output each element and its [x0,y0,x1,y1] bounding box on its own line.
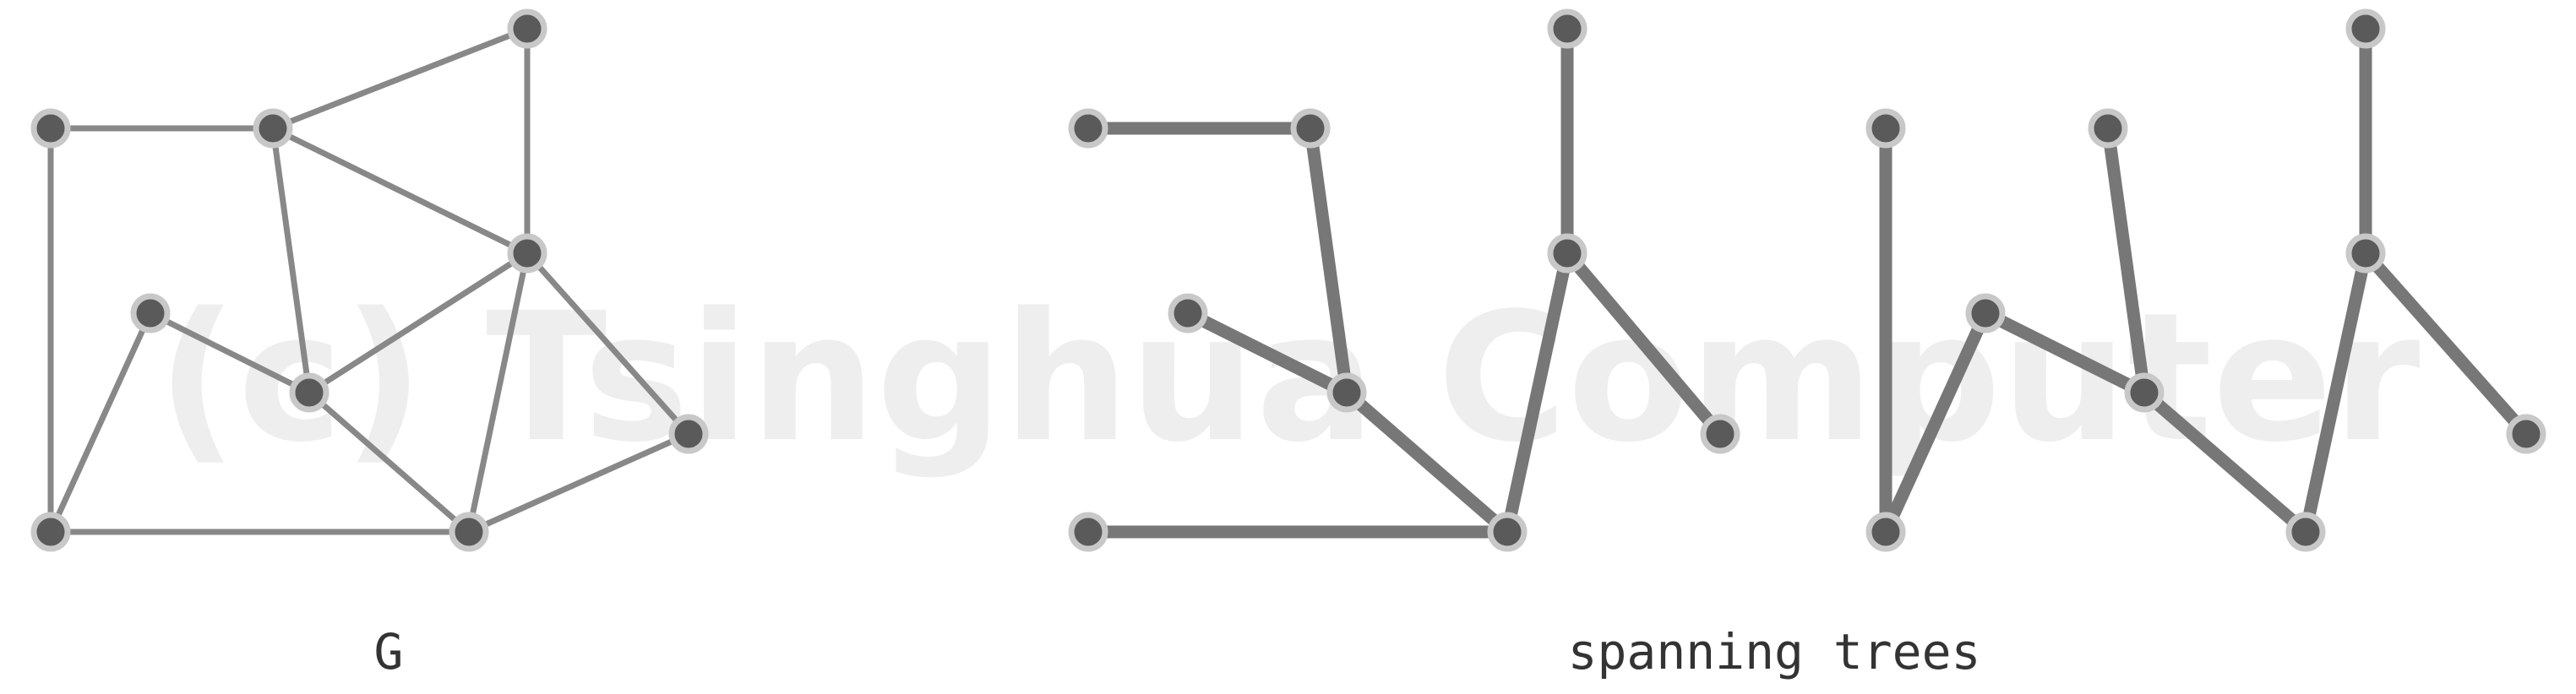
t2-edge-i-e [1879,306,1992,539]
g-edge-d-h [524,250,692,437]
t1-node-h [1700,414,1740,454]
t1-node-i [1068,512,1108,552]
graph-caption: G [373,623,404,680]
t1-edge-e-f [1181,306,1353,399]
watermark-text: (c) Tsinghua Computer [157,274,2421,481]
t2-edge-j-d [2299,247,2372,539]
t2-node-b [2088,108,2128,149]
t1-edge-f-j [1340,386,1514,539]
g-node-j [449,512,489,552]
t1-edge-b-f [1304,122,1353,399]
t2-edge-b-f [2101,122,2151,399]
g-node-b [253,108,293,149]
t2-edge-e-f [1979,306,2151,399]
g-node-d [507,233,547,274]
t2-node-j [2285,512,2326,552]
g-node-c [507,8,547,49]
t2-node-e [1965,293,2006,333]
g-edge-b-d [270,125,531,257]
t2-edge-f-j [2138,386,2312,539]
t1-node-e [1168,293,1208,333]
t1-node-b [1290,108,1331,149]
t1-node-d [1547,233,1588,274]
g-edge-i-e [47,310,154,535]
t2-node-i [1865,512,1906,552]
g-edge-b-f [270,125,313,396]
g-node-f [289,372,329,413]
t2-node-f [2124,372,2165,413]
t2-edge-d-h [2359,247,2533,441]
g-edge-e-f [147,310,313,396]
g-edge-f-d [306,250,531,396]
g-edge-b-c [270,25,531,132]
g-edge-d-j [466,250,531,535]
t1-node-j [1487,512,1528,552]
t1-edge-j-d [1500,247,1574,539]
nodes-layer [30,8,2546,552]
t1-node-f [1326,372,1367,413]
t2-node-c [2345,8,2386,49]
t1-edge-d-h [1560,247,1727,441]
t1-node-a [1068,108,1108,149]
g-node-i [30,512,71,552]
g-edge-j-h [466,431,692,535]
t1-node-c [1547,8,1588,49]
g-edge-f-j [306,389,472,535]
t2-node-d [2345,233,2386,274]
g-node-h [668,414,709,454]
t2-node-a [1865,108,1906,149]
t2-node-h [2506,414,2546,454]
g-node-e [130,293,171,333]
edges-layer [47,22,2533,539]
g-node-a [30,108,71,149]
spanning-trees-caption: spanning trees [1567,623,1981,680]
